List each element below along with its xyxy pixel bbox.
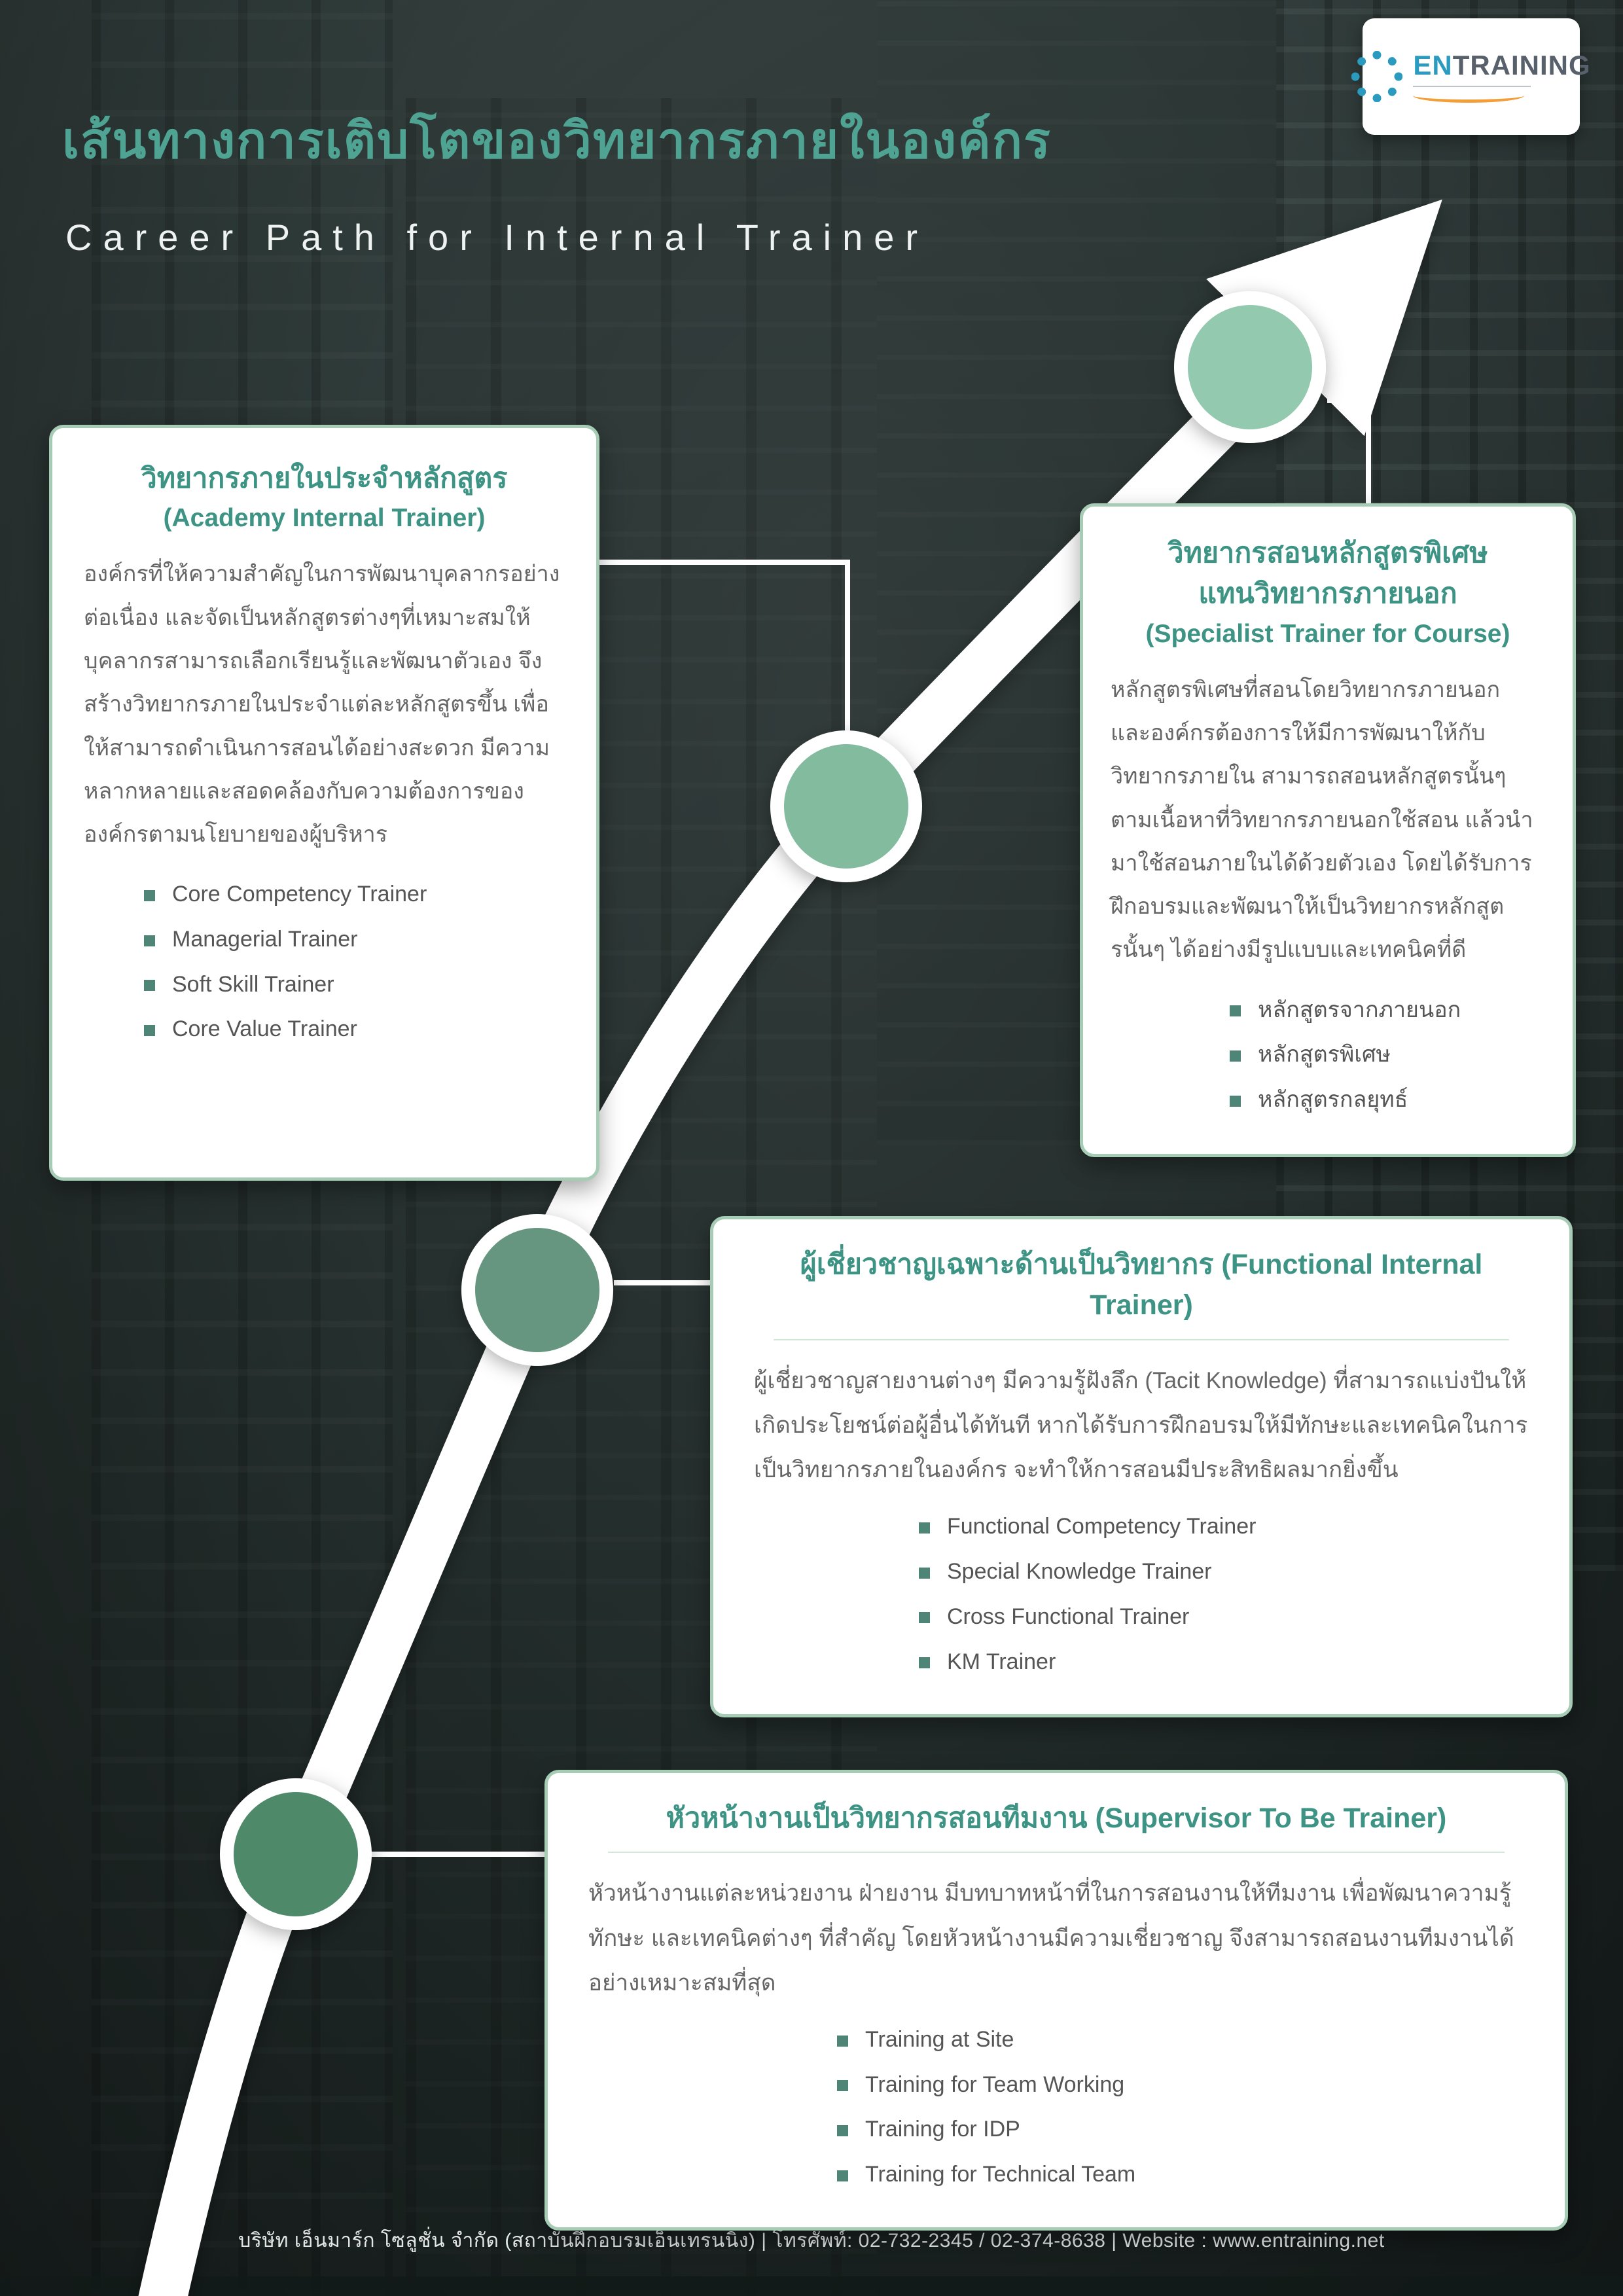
card-functional-internal-trainer: ผู้เชี่ยวชาญเฉพาะด้านเป็นวิทยากร (Functi… [710,1216,1573,1718]
bullet-item: หลักสูตรพิเศษ [1230,1037,1545,1072]
logo-text-block: ENTRAINING [1413,50,1590,103]
card-title: หัวหน้างานเป็นวิทยากรสอนทีมงาน (Supervis… [666,1803,1447,1834]
card-subtitle: (Specialist Trainer for Course) [1145,619,1510,648]
bullet-item: Cross Functional Trainer [919,1600,1256,1634]
card-subtitle: (Academy Internal Trainer) [163,504,486,533]
card-divider [774,1338,1509,1340]
card-body: ผู้เชี่ยวชาญสายงานต่างๆ มีความรู้ฝังลึก … [754,1367,1528,1483]
card-title: ผู้เชี่ยวชาญเฉพาะด้านเป็นวิทยากร (Functi… [800,1249,1483,1321]
bullet-item: Training for Team Working [837,2068,1135,2102]
card-title: วิทยากรสอนหลักสูตรพิเศษแทนวิทยากรภายนอก [1168,537,1488,610]
bullet-item: KM Trainer [919,1645,1256,1679]
bullet-list: หลักสูตรจากภายนอกหลักสูตรพิเศษหลักสูตรกล… [1230,993,1545,1117]
bullet-item: Soft Skill Trainer [144,967,565,1002]
card-specialist-trainer: วิทยากรสอนหลักสูตรพิเศษแทนวิทยากรภายนอก … [1080,503,1576,1157]
bullet-item: Training for IDP [837,2112,1135,2147]
card-body: หัวหน้างานแต่ละหน่วยงาน ฝ่ายงาน มีบทบาทห… [588,1880,1514,1996]
bullet-item: Training at Site [837,2022,1135,2057]
logo-swoosh-icon [1413,88,1525,103]
bullet-item: Special Knowledge Trainer [919,1554,1256,1589]
card-body: หลักสูตรพิเศษที่สอนโดยวิทยากรภายนอก และอ… [1111,677,1533,963]
page-subtitle: Career Path for Internal Trainer [65,217,929,258]
card-academy-internal-trainer: วิทยากรภายในประจำหลักสูตร (Academy Inter… [49,425,599,1181]
card-divider [608,1852,1505,1854]
page-title: เส้นทางการเติบโตของวิทยากรภายในองค์กร [62,113,1052,169]
bullet-item: Functional Competency Trainer [919,1509,1256,1544]
logo-tagline-line [1413,86,1531,88]
bullet-item: Core Value Trainer [144,1012,565,1047]
entraining-logo: ENTRAINING [1351,18,1590,135]
card-title: วิทยากรภายในประจำหลักสูตร [141,463,508,494]
card-body: องค์กรที่ให้ความสำคัญในการพัฒนาบุคลากรอย… [84,562,560,848]
logo-dotted-circle-icon [1351,51,1403,102]
bottom-edge-strip [0,2276,1623,2296]
logo-brand-text: ENTRAINING [1413,49,1591,81]
bullet-item: หลักสูตรกลยุทธ์ [1230,1083,1545,1117]
bullet-item: Training for Technical Team [837,2157,1135,2192]
bullet-item: Managerial Trainer [144,922,565,957]
bullet-item: Core Competency Trainer [144,877,565,912]
bullet-item: หลักสูตรจากภายนอก [1230,993,1545,1028]
card-supervisor-trainer: หัวหน้างานเป็นวิทยากรสอนทีมงาน (Supervis… [544,1770,1568,2231]
